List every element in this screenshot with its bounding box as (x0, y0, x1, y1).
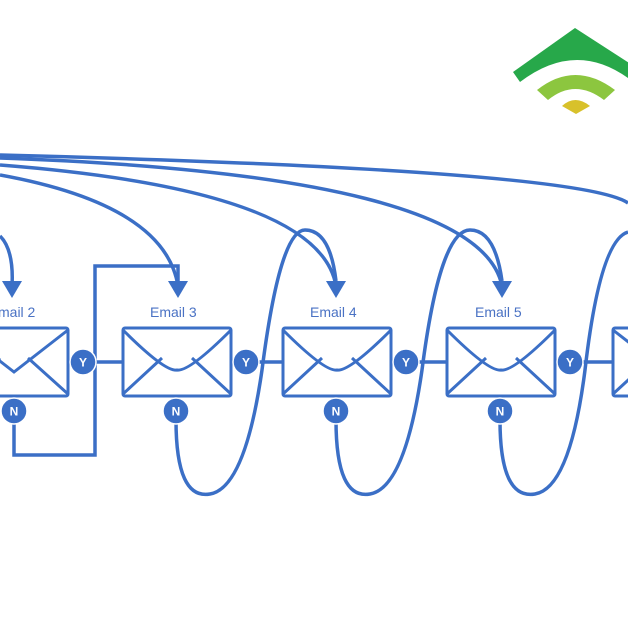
logo-dot (562, 100, 590, 114)
email-label: Email 5 (475, 304, 522, 320)
email-label: mail 2 (0, 304, 36, 320)
connector-to-email-6 (0, 153, 628, 205)
envelope-icon (445, 326, 557, 398)
arrowhead-email-2 (2, 281, 22, 298)
logo-middle-arc (537, 75, 615, 100)
svg-text:Y: Y (402, 356, 410, 370)
svg-text:Y: Y (79, 356, 87, 370)
arrowhead-email-3 (168, 281, 188, 298)
loop-email-3 (174, 228, 338, 497)
no-badge: N (0, 397, 28, 425)
no-badge: N (486, 397, 514, 425)
logo-outer-arc (513, 28, 628, 82)
yes-badge: Y (392, 348, 420, 376)
yes-badge: Y (556, 348, 584, 376)
svg-text:N: N (496, 405, 505, 419)
arrowhead-email-5 (492, 281, 512, 298)
svg-text:N: N (10, 405, 19, 419)
connector-to-email-2 (0, 234, 14, 287)
svg-text:Y: Y (566, 356, 574, 370)
loop-email-4 (334, 228, 504, 497)
email-label: Email 4 (310, 304, 357, 320)
connector-to-email-3 (0, 173, 180, 287)
email-label: Email 3 (150, 304, 197, 320)
no-badge: N (322, 397, 350, 425)
svg-text:N: N (172, 405, 181, 419)
envelope-icon (281, 326, 393, 398)
envelope-icon (0, 326, 70, 398)
svg-text:N: N (332, 405, 341, 419)
yes-badge: Y (69, 348, 97, 376)
yes-badge: Y (232, 348, 260, 376)
envelope-icon (611, 326, 628, 398)
arrowhead-email-4 (326, 281, 346, 298)
envelope-icon (121, 326, 233, 398)
connector-to-email-5 (0, 156, 504, 287)
wifi-signal-icon (513, 28, 628, 114)
connector-to-email-4 (0, 163, 338, 287)
loop-email-5 (498, 230, 628, 497)
svg-text:Y: Y (242, 356, 250, 370)
no-badge: N (162, 397, 190, 425)
